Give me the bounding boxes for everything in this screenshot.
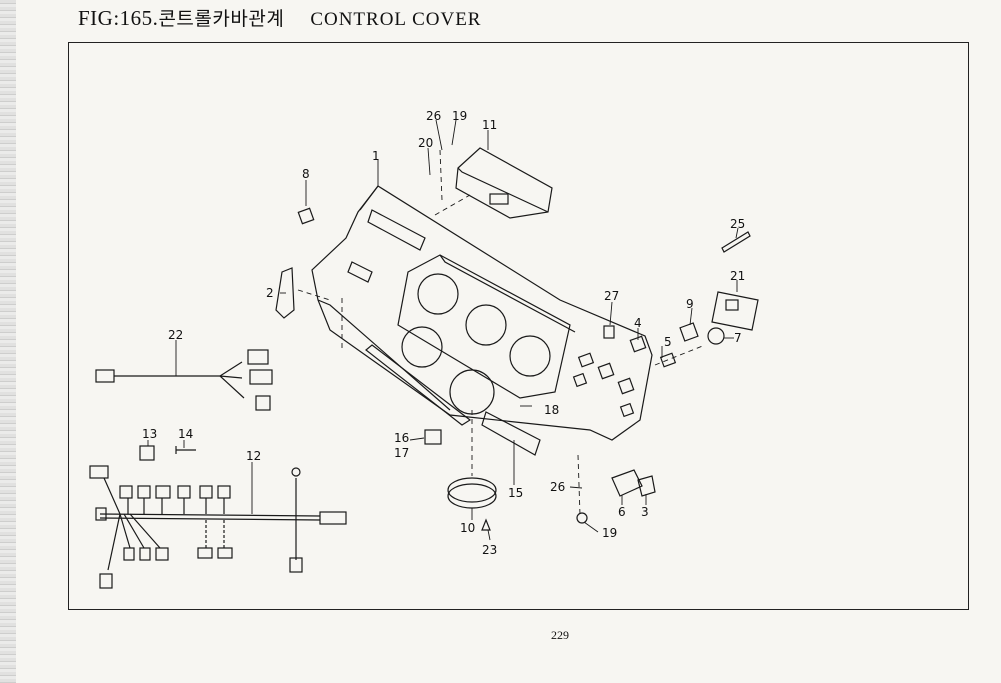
callout-4: 4 — [634, 316, 642, 330]
harness-12 — [99, 513, 321, 517]
callout-3: 3 — [641, 505, 649, 519]
callout-16: 16 — [394, 431, 409, 445]
binding-edge — [0, 0, 16, 683]
korean-title: 콘트롤카바관계 — [158, 8, 285, 30]
callout-26a: 26 — [426, 109, 441, 123]
callout-13: 13 — [142, 427, 157, 441]
callout-7: 7 — [734, 331, 742, 345]
figure-label: FIG:165. — [78, 6, 159, 30]
callout-14: 14 — [178, 427, 193, 441]
callout-8: 8 — [302, 167, 310, 181]
callout-25: 25 — [730, 217, 745, 231]
callout-9: 9 — [686, 297, 694, 311]
gauge-4 — [401, 326, 443, 368]
gauge-3 — [509, 335, 551, 377]
english-title: CONTROL COVER — [310, 9, 482, 30]
callout-21: 21 — [730, 269, 745, 283]
callout-19a: 19 — [452, 109, 467, 123]
control-cover-panel — [311, 185, 653, 441]
callout-26b: 26 — [550, 480, 565, 494]
callout-2: 2 — [266, 286, 274, 300]
callout-6: 6 — [618, 505, 626, 519]
callout-17: 17 — [394, 446, 409, 460]
callout-15: 15 — [508, 486, 523, 500]
callout-19b: 19 — [602, 526, 617, 540]
gauge-ring — [447, 477, 497, 503]
page-title: FIG:165.콘트롤카바관계 CONTROL COVER — [78, 4, 481, 32]
callout-1: 1 — [372, 149, 380, 163]
callout-10: 10 — [460, 521, 475, 535]
callout-20: 20 — [418, 136, 433, 150]
callout-5: 5 — [664, 335, 672, 349]
gauge-5 — [449, 369, 495, 415]
callout-12: 12 — [246, 449, 261, 463]
callout-18: 18 — [544, 403, 559, 417]
gauge-1 — [417, 273, 459, 315]
gauge-2 — [465, 304, 507, 346]
page-number: 229 — [551, 628, 569, 642]
callout-23: 23 — [482, 543, 497, 557]
callout-22: 22 — [168, 328, 183, 342]
callout-11: 11 — [482, 118, 497, 132]
callout-27: 27 — [604, 289, 619, 303]
diagram-frame — [68, 42, 969, 610]
